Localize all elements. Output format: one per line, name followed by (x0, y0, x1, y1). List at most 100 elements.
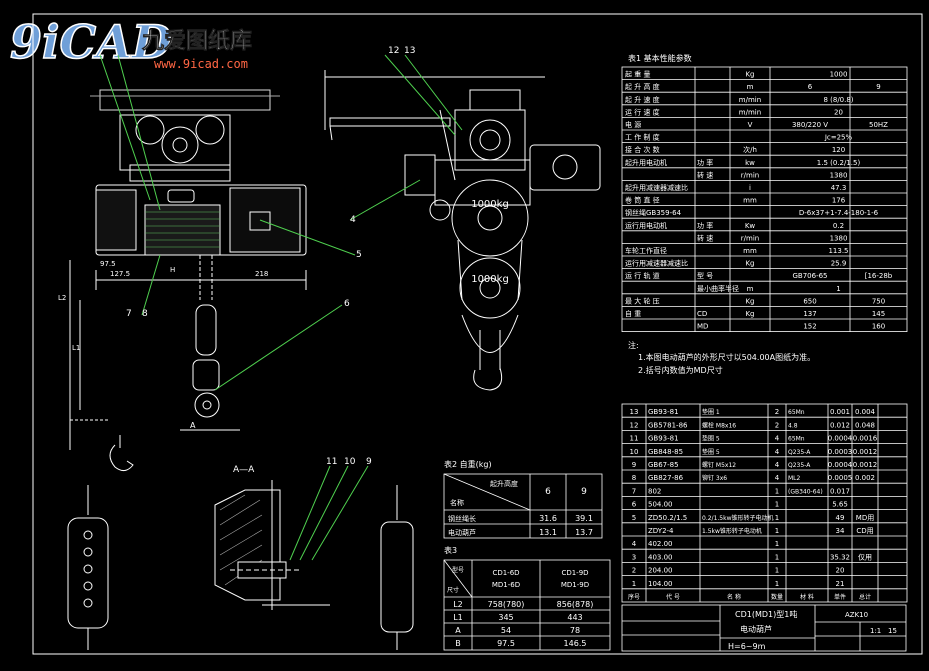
weight-table-title: 表2 自重(kg) (444, 459, 492, 469)
spec-row-15-v1: 25.9 (831, 260, 847, 268)
weight-r1-label: 电动葫芦 (448, 528, 476, 537)
dimension-table-title: 表3 (444, 545, 457, 555)
part-4-no: 9 (632, 461, 636, 469)
spec-row-6-v1: 120 (832, 146, 845, 154)
part-3-name: 垫圈 5 (702, 448, 720, 456)
part-13-unit: 21 (836, 580, 845, 588)
part-13-code: 104.00 (648, 580, 673, 588)
small-dim-218: 218 (255, 270, 268, 278)
part-5-name: 铆钉 3x6 (702, 474, 727, 482)
spec-row-18-unit: Kg (745, 297, 754, 305)
pendant-right (380, 485, 414, 650)
notes: 注: 1.本图电动葫芦的外形尺寸以504.00A图纸为准。 2.括号内数值为MD… (628, 340, 815, 375)
part-7-no: 6 (632, 501, 637, 509)
spec-row-1-unit: m (747, 83, 754, 91)
spec-row-15-name: 运行用减速器减速比 (625, 259, 688, 268)
detail-leaders (289, 465, 369, 561)
weight-header-1: 6 (545, 487, 551, 497)
part-7-unit: 5.65 (832, 501, 848, 509)
spec-row-8-unit: r/min (741, 171, 759, 179)
spec-row-3-v1: 20 (834, 108, 843, 116)
callout-7: 7 (126, 309, 132, 319)
dim-row-0-label: L2 (453, 600, 463, 609)
part-12-unit: 20 (836, 567, 845, 575)
part-13-no: 1 (632, 580, 636, 588)
spec-row-2-v1: 8 (8/0.8) (823, 96, 853, 104)
spec-row-4-unit: V (748, 121, 753, 129)
part-5-unit: 0.0005 (828, 474, 853, 482)
part-2-code: GB93-81 (648, 435, 679, 443)
spec-row-5-name: 工 作 制 度 (625, 133, 660, 142)
spec-row-3-unit: m/min (739, 108, 761, 116)
spec-row-5-v1: Jc=25% (824, 134, 853, 142)
spec-row-7-sub: 功 率 (697, 158, 713, 167)
title-subname: 电动葫芦 (740, 624, 772, 634)
spec-row-2-unit: m/min (739, 96, 761, 104)
spec-row-15-unit: Kg (745, 260, 754, 268)
part-6-code: 802 (648, 487, 661, 495)
part-2-qty: 4 (775, 435, 780, 443)
callout-13: 13 (404, 46, 415, 56)
part-1-name: 螺栓 M8x16 (702, 421, 736, 429)
dim-row-1-label: L1 (453, 613, 463, 622)
logo-mark: 9iCAD (10, 15, 172, 69)
part-11-total: 仅用 (858, 552, 872, 561)
parts-header-5: 单件 (834, 593, 846, 601)
parts-header-0: 序号 (628, 593, 640, 601)
spec-row-13-v1: 1380 (830, 234, 848, 242)
spec-row-10-name: 卷 筒 直 径 (625, 196, 660, 205)
title-scale: 1:1 (870, 627, 881, 635)
part-8-qty: 1 (775, 514, 779, 522)
spec-row-13-unit: r/min (741, 234, 759, 242)
part-0-total: 0.004 (855, 408, 876, 416)
part-6-no: 7 (632, 487, 636, 495)
part-5-total: 0.002 (855, 474, 875, 482)
part-9-name: 1.5kw锥形转子电动机 (702, 527, 762, 535)
title-code: AZK10 (845, 611, 868, 619)
part-4-total: 0.0012 (853, 461, 878, 469)
spec-row-16-v1: GB706-65 (792, 272, 827, 280)
dim-row-1-v1: 345 (498, 613, 513, 622)
part-12-code: 204.00 (648, 567, 673, 575)
spec-row-1-v2: 9 (876, 83, 880, 91)
note-1: 1.本图电动葫芦的外形尺寸以504.00A图纸为准。 (638, 352, 815, 362)
parts-header-3: 数量 (771, 593, 783, 601)
part-13-qty: 1 (775, 580, 779, 588)
part-1-no: 12 (630, 421, 639, 429)
spec-row-4-name: 电 源 (625, 120, 641, 129)
spec-row-14-unit: mm (743, 247, 757, 255)
small-dim-L2: L2 (58, 294, 66, 302)
dim-row-3-v2: 146.5 (564, 639, 587, 648)
part-3-material: Q235-A (788, 449, 811, 456)
part-5-no: 8 (632, 474, 636, 482)
part-8-name: 0.2/1.5kw锥形转子电动机 (702, 514, 774, 522)
weight-r0-v1: 31.6 (539, 514, 557, 523)
spec-row-12-sub: 功 率 (697, 221, 713, 230)
dim-row-3-label: B (455, 639, 461, 648)
part-12-qty: 1 (775, 567, 779, 575)
part-8-unit: 49 (836, 514, 845, 522)
part-5-code: GB827-86 (648, 474, 684, 482)
part-6-qty: 1 (775, 487, 779, 495)
spec-row-13-sub: 转 速 (697, 233, 713, 242)
weight-row-label: 名称 (450, 498, 464, 507)
spec-row-4-v1: 380/220 V (792, 121, 828, 129)
spec-row-0-unit: Kg (745, 71, 754, 79)
dim-col-0-b: 尺寸 (447, 586, 459, 594)
spec-row-7-name: 起升用电动机 (625, 158, 667, 167)
spec-row-17-unit: m (747, 285, 754, 293)
part-7-qty: 1 (775, 501, 779, 509)
logo-url: www.9icad.com (154, 57, 248, 71)
spec-row-19-v1: 137 (803, 310, 816, 318)
weight-r1-v1: 13.1 (539, 528, 557, 537)
dim-row-3-v1: 97.5 (497, 639, 515, 648)
parts-header-2: 名 称 (727, 593, 741, 601)
part-12-no: 2 (632, 567, 636, 575)
part-1-total: 0.048 (855, 421, 875, 429)
part-0-material: 65Mn (788, 409, 805, 416)
spec-row-14-v1: 113.5 (828, 247, 848, 255)
spec-row-3-name: 运 行 速 度 (625, 107, 660, 116)
spec-row-19-v2: 145 (872, 310, 885, 318)
part-9-total: CD用 (856, 527, 873, 535)
